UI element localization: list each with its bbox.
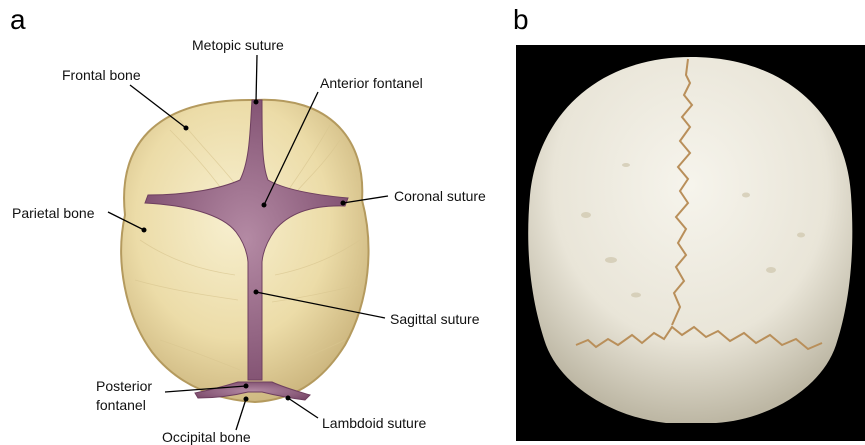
label-coronal-suture: Coronal suture (394, 188, 486, 204)
leader-occipital (236, 399, 246, 430)
leader-lambdoid (288, 398, 318, 418)
label-frontal-bone: Frontal bone (62, 67, 141, 83)
leader-metopic (256, 55, 257, 102)
label-posterior-fontanel-line1: Posterior (96, 378, 152, 394)
adult-skull-shape (528, 57, 852, 423)
label-occipital-bone: Occipital bone (162, 429, 251, 445)
leader-frontal (130, 85, 186, 128)
label-lambdoid-suture: Lambdoid suture (322, 415, 426, 431)
label-parietal-bone: Parietal bone (12, 205, 95, 221)
label-posterior-fontanel-line2: fontanel (96, 397, 146, 413)
adult-skull-photo (516, 45, 865, 441)
label-anterior-fontanel: Anterior fontanel (320, 75, 423, 91)
label-sagittal-suture: Sagittal suture (390, 311, 480, 327)
panel-b-photo (516, 45, 865, 441)
label-metopic-suture: Metopic suture (192, 37, 284, 53)
